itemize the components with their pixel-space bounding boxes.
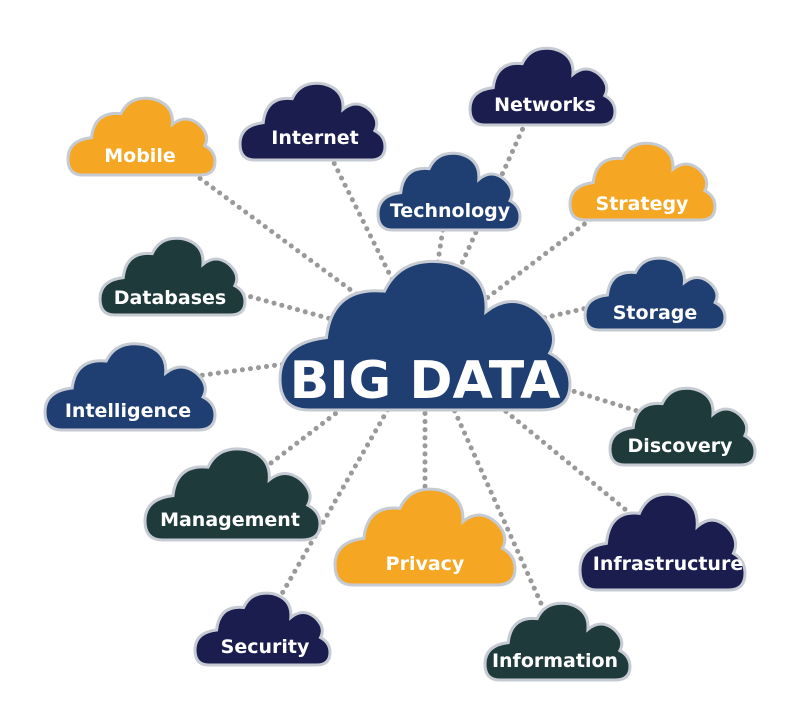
cloud-shape xyxy=(145,449,320,540)
cloud-shape xyxy=(470,48,615,125)
cloud-node: Security xyxy=(195,593,330,665)
cloud-node: Management xyxy=(145,449,320,540)
cloud-shape xyxy=(240,83,385,160)
cloud-shape xyxy=(570,143,715,220)
cloud-shape xyxy=(585,258,725,330)
cloud-shape xyxy=(280,261,570,410)
cloud-label: Internet xyxy=(271,127,358,149)
cloud-node: Information xyxy=(485,603,630,680)
cloud-label: Discovery xyxy=(628,435,734,457)
cloud-node: Databases xyxy=(100,238,245,315)
cloud-node: Networks xyxy=(470,48,615,125)
cloud-node: Intelligence xyxy=(45,344,215,430)
cloud-shape xyxy=(610,388,755,465)
cloud-shape xyxy=(580,494,745,590)
cloud-label: Management xyxy=(160,509,300,531)
cloud-node: Infrastructure xyxy=(580,494,745,590)
cloud-shape xyxy=(195,593,330,665)
cloud-label: Infrastructure xyxy=(593,553,743,575)
center-label: BIG DATA xyxy=(290,351,561,411)
cloud-shape xyxy=(100,238,245,315)
cloud-label: Technology xyxy=(390,200,511,222)
cloud-label: Strategy xyxy=(596,193,690,215)
cloud-label: Storage xyxy=(613,302,698,324)
cloud-node: Mobile xyxy=(68,98,215,175)
cloud-shape xyxy=(335,489,515,585)
cloud-node: Strategy xyxy=(570,143,715,220)
cloud-shape xyxy=(68,98,215,175)
cloud-node: Storage xyxy=(585,258,725,330)
cloud-label: Mobile xyxy=(104,145,175,167)
connector-line xyxy=(422,342,665,543)
cloud-label: Security xyxy=(221,636,310,658)
cloud-shape xyxy=(45,344,215,430)
cloud-label: Privacy xyxy=(386,553,465,575)
cloud-label: Information xyxy=(492,650,618,672)
connector-line xyxy=(260,342,428,630)
cloud-node: Discovery xyxy=(610,388,755,465)
cloud-label: Databases xyxy=(114,287,226,309)
cloud-label: Intelligence xyxy=(65,400,191,422)
cloud-label: Networks xyxy=(494,94,596,116)
cloud-shape xyxy=(485,603,630,680)
center-cloud: BIG DATA xyxy=(280,261,570,411)
cloud-node: Internet xyxy=(240,83,385,160)
cloud-shape xyxy=(378,153,520,230)
cloud-node: Technology xyxy=(378,153,520,230)
cloud-node: Privacy xyxy=(335,489,515,585)
connector-line xyxy=(422,82,545,348)
